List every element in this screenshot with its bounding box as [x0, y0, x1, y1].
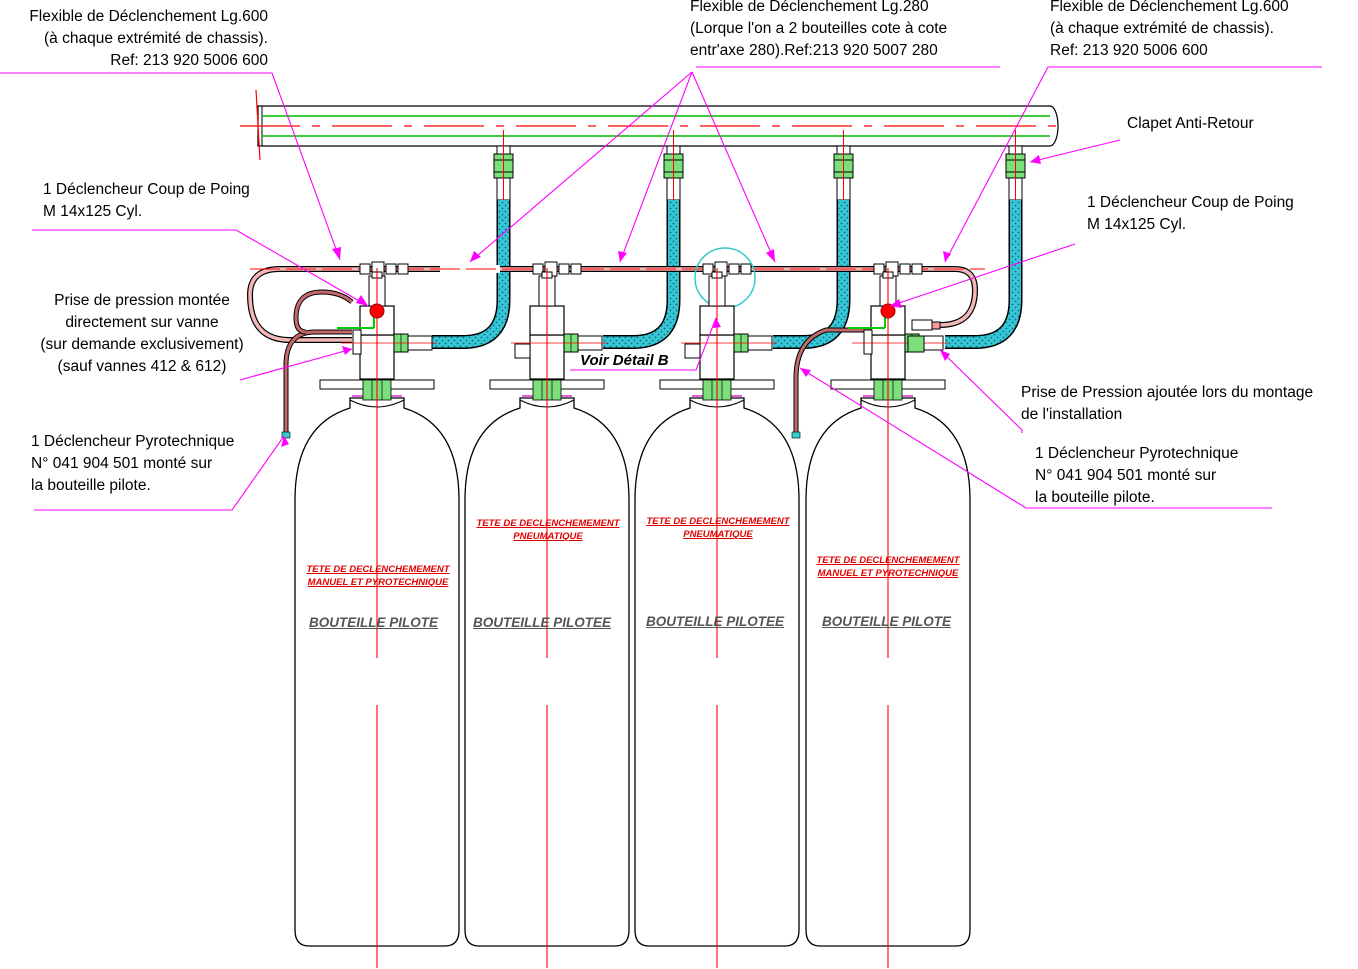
- label-line: (sur demande exclusivement): [40, 336, 244, 353]
- label-line: N° 041 904 501 monté sur: [31, 455, 213, 472]
- label-voir-detail: Voir Détail B: [580, 352, 669, 369]
- label-line: Ref: 213 920 5006 600: [110, 52, 268, 69]
- label-line: PNEUMATIQUE: [683, 529, 753, 540]
- hose-1: [432, 200, 511, 349]
- hose-4: [945, 200, 1023, 349]
- bottle-3-name: BOUTEILLE PILOTEE: [646, 614, 785, 629]
- label-prise-vanne: Prise de pression montée directement sur…: [26, 290, 258, 378]
- label-clapet: Clapet Anti-Retour: [1127, 115, 1254, 132]
- label-line: TETE DE DECLENCHEMEMENT: [476, 518, 620, 529]
- bottle-2-name: BOUTEILLE PILOTEE: [473, 615, 612, 630]
- label-line: Flexible de Déclenchement Lg.280: [690, 0, 929, 15]
- label-flex600-left: Flexible de Déclenchement Lg.600 (à chaq…: [2, 6, 268, 72]
- pyro-line-right: [791, 327, 872, 439]
- bottle-4-head-label: TETE DE DECLENCHEMEMENT MANUEL ET PYROTE…: [806, 554, 970, 580]
- label-line: Prise de Pression ajoutée lors du montag…: [1021, 384, 1314, 401]
- label-line: (à chaque extrémité de chassis).: [44, 30, 268, 47]
- label-coup-left: 1 Déclencheur Coup de Poing M 14x125 Cyl…: [43, 179, 250, 223]
- label-line: la bouteille pilote.: [1035, 489, 1155, 506]
- label-line: de l'installation: [1021, 406, 1123, 423]
- bottle-1-name: BOUTEILLE PILOTE: [309, 615, 439, 630]
- label-pyro-left: 1 Déclencheur Pyrotechnique N° 041 904 5…: [31, 431, 234, 497]
- leader-arrowheads: [281, 155, 1041, 447]
- label-line: entr'axe 280).Ref:213 920 5007 280: [690, 42, 938, 59]
- label-coup-right: 1 Déclencheur Coup de Poing M 14x125 Cyl…: [1087, 192, 1294, 236]
- label-line: 1 Déclencheur Pyrotechnique: [31, 433, 235, 450]
- label-line: directement sur vanne: [65, 314, 219, 331]
- label-line: (Lorque l'on a 2 bouteilles cote à cote: [690, 20, 948, 37]
- label-line: 1 Déclencheur Coup de Poing: [43, 181, 250, 198]
- label-line: Ref: 213 920 5006 600: [1050, 42, 1208, 59]
- label-line: (à chaque extrémité de chassis).: [1050, 20, 1274, 37]
- connector-3: [833, 130, 854, 201]
- label-flex280: Flexible de Déclenchement Lg.280 (Lorque…: [690, 0, 947, 62]
- added-pressure-tap: [907, 319, 941, 353]
- label-line: N° 041 904 501 monté sur: [1035, 467, 1217, 484]
- pyro-line-left: [281, 289, 354, 439]
- label-line: M 14x125 Cyl.: [43, 203, 143, 220]
- bottle-1: [294, 268, 460, 968]
- bottle-2-head-label: TETE DE DECLENCHEMEMENT PNEUMATIQUE: [466, 517, 630, 543]
- label-line: PNEUMATIQUE: [513, 531, 583, 542]
- label-line: M 14x125 Cyl.: [1087, 216, 1187, 233]
- bottle-4-name: BOUTEILLE PILOTE: [822, 614, 952, 629]
- label-flex600-right: Flexible de Déclenchement Lg.600 (à chaq…: [1050, 0, 1289, 62]
- connector-1: [493, 130, 514, 201]
- label-line: (sauf vannes 412 & 612): [57, 358, 227, 375]
- label-line: TETE DE DECLENCHEMEMENT: [646, 516, 790, 527]
- check-valve: [1005, 130, 1026, 201]
- leader-lines: [0, 66, 1322, 511]
- label-prise-ajoutee: Prise de Pression ajoutée lors du montag…: [1021, 382, 1313, 426]
- label-line: MANUEL ET PYROTECHNIQUE: [817, 568, 959, 579]
- bottle-3: [634, 268, 800, 968]
- label-line: TETE DE DECLENCHEMEMENT: [306, 564, 450, 575]
- collector-pipe: [240, 89, 1068, 161]
- label-line: 1 Déclencheur Coup de Poing: [1087, 194, 1294, 211]
- label-pyro-right: 1 Déclencheur Pyrotechnique N° 041 904 5…: [1035, 443, 1238, 509]
- label-line: la bouteille pilote.: [31, 477, 151, 494]
- bottle-3-head-label: TETE DE DECLENCHEMEMENT PNEUMATIQUE: [636, 515, 800, 541]
- bottle-2: [464, 268, 630, 968]
- label-line: TETE DE DECLENCHEMEMENT: [816, 555, 960, 566]
- label-line: Flexible de Déclenchement Lg.600: [1050, 0, 1289, 15]
- hose-2: [603, 200, 681, 349]
- label-line: MANUEL ET PYROTECHNIQUE: [307, 577, 449, 588]
- label-line: Prise de pression montée: [54, 292, 230, 309]
- bottle-1-head-label: TETE DE DECLENCHEMEMENT MANUEL ET PYROTE…: [296, 563, 460, 589]
- label-line: 1 Déclencheur Pyrotechnique: [1035, 445, 1239, 462]
- connector-2: [663, 130, 684, 201]
- label-line: Flexible de Déclenchement Lg.600: [29, 8, 268, 25]
